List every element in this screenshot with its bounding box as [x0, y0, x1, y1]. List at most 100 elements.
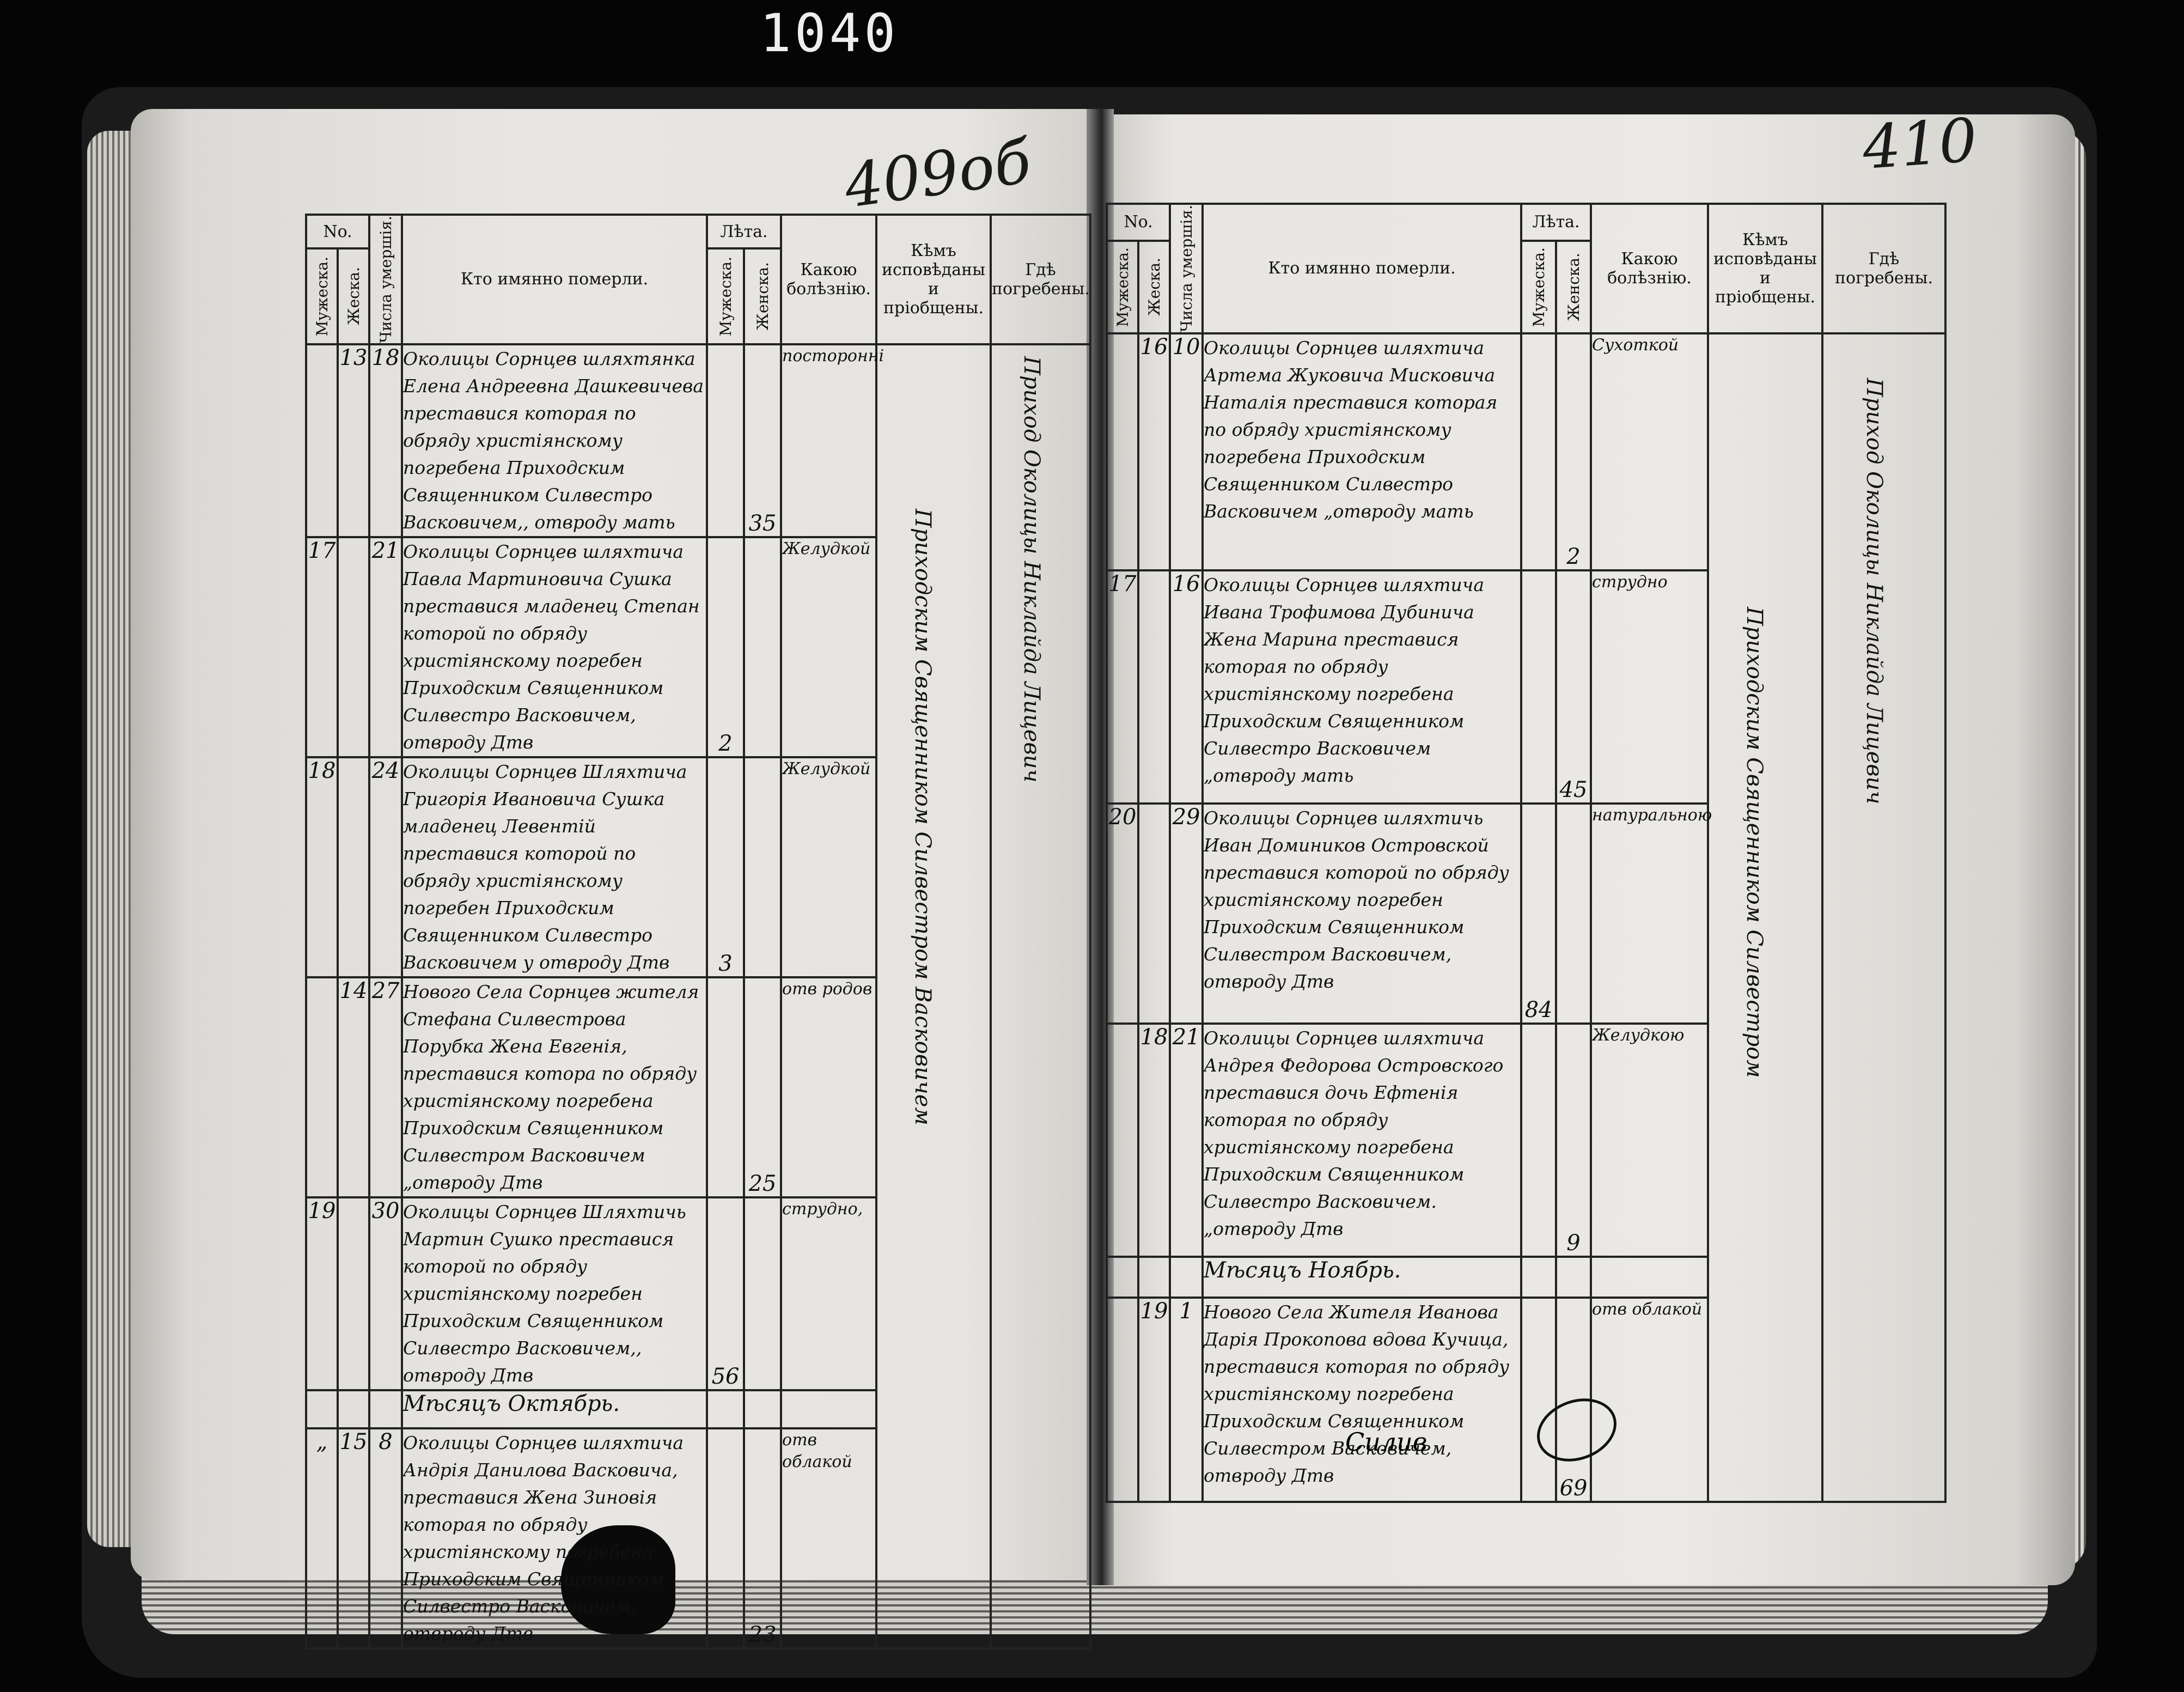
female-no-cell: 15 — [336, 1427, 371, 1650]
date-cell: 21 — [1169, 1022, 1204, 1258]
entry-text: Околицы Сорнцев шляхтянка Елена Андреевн… — [401, 343, 709, 538]
male-no-cell — [305, 976, 339, 1198]
male-no-cell — [1106, 1296, 1139, 1504]
male-age-cell — [1520, 1296, 1558, 1504]
header-confessed: Кѣмъ исповѣданы и пріобщены. — [1707, 203, 1824, 334]
disease-cell: струдно — [1590, 569, 1710, 805]
table-row: 17 21 Околицы Сорнцев шляхтича Павла Мар… — [305, 535, 1090, 758]
female-no-cell: 14 — [336, 976, 371, 1198]
female-no-cell: 13 — [336, 343, 371, 538]
female-no-cell — [336, 535, 371, 758]
date-cell: 10 — [1169, 332, 1204, 571]
header-male-no: Мужеска. — [1106, 239, 1139, 334]
header-years: Лѣта. — [1520, 203, 1593, 242]
male-no-cell: 20 — [1106, 802, 1139, 1025]
table-row: 18 24 Околицы Сорнцев Шляхтича Григорія … — [305, 756, 1090, 978]
confessed-long-text: Приходским Священником Силвестром Васков… — [910, 508, 936, 1125]
header-disease: Какою болѣзнію. — [780, 214, 878, 345]
entry-text: Околицы Сорнцев шляхтича Ивана Трофимова… — [1201, 569, 1523, 805]
buried-column: Приход Околицы Никлайда Лицевич — [990, 343, 1092, 1650]
date-cell: 16 — [1169, 569, 1204, 805]
header-male-age: Мужеска. — [706, 247, 746, 345]
male-no-cell: 19 — [305, 1196, 339, 1391]
entry-text: Нового Села Сорнцев жителя Стефана Силве… — [401, 976, 709, 1198]
female-no-cell — [336, 756, 371, 978]
header-buried: Гдѣ погребены. — [1821, 203, 1947, 334]
buried-long-text: Приход Околицы Никлайда Лицевич — [1862, 378, 1887, 804]
table-row: Мѣсяцъ Октябрь. — [305, 1389, 1090, 1429]
female-age-cell: 45 — [1555, 569, 1593, 805]
entry-text: Околицы Сорнцев шляхтичь Иван Домиников … — [1201, 802, 1523, 1025]
date-cell: 30 — [368, 1196, 404, 1391]
disease-cell: струдно, — [780, 1196, 878, 1391]
male-age-cell — [706, 976, 746, 1198]
male-no-cell: 18 — [305, 756, 339, 978]
table-row: 16 10 Околицы Сорнцев шляхтича Артема Жу… — [1106, 332, 1947, 1504]
male-age-cell: 84 — [1520, 802, 1558, 1025]
disease-cell: посторонні — [780, 343, 884, 538]
date-cell: 18 — [368, 343, 404, 538]
female-no-cell — [1137, 569, 1172, 805]
header-female-age: Женска. — [1555, 239, 1593, 334]
entry-text: Околицы Сорнцев шляхтича Артема Жуковича… — [1201, 332, 1523, 571]
disease-cell: Желудкою — [1590, 1022, 1710, 1258]
table-row: 13 18 Околицы Сорнцев шляхтянка Елена Ан… — [305, 343, 1092, 1650]
female-age-cell: 25 — [743, 976, 783, 1198]
male-no-cell: 17 — [1106, 569, 1139, 805]
female-age-cell: 35 — [743, 343, 783, 538]
table-row: 19 1 Нового Села Жителя Иванова Дарія Пр… — [1106, 1296, 1945, 1504]
entry-text: Околицы Сорнцев Шляхтичь Мартин Сушко пр… — [401, 1196, 709, 1391]
header-date: Числа умершія. — [368, 214, 404, 345]
entry-text: Околицы Сорнцев шляхтича Павла Мартинови… — [401, 535, 709, 758]
confessed-column: Приходским Священником Силвестром — [1707, 332, 1824, 1504]
disease-cell: отв родов — [780, 976, 878, 1198]
table-row: 14 27 Нового Села Сорнцев жителя Стефана… — [305, 976, 1090, 1198]
header-disease: Какою болѣзнію. — [1590, 203, 1710, 334]
right-register-table: No. Числа умершія. Кто имянно померли. Л… — [1105, 203, 1947, 1504]
female-age-cell: 9 — [1555, 1022, 1593, 1258]
month-heading: Мѣсяцъ Ноябрь. — [1201, 1256, 1523, 1299]
female-age-cell: 2 — [1555, 332, 1593, 571]
header-buried: Гдѣ погребены. — [990, 214, 1092, 345]
male-age-cell: 56 — [706, 1196, 746, 1391]
buried-long-text: Приход Околицы Никлайда Лицевич — [1019, 356, 1045, 782]
female-age-cell — [743, 1196, 783, 1391]
disease-cell: Желудкой — [780, 535, 878, 758]
archive-number: 1040 — [760, 3, 899, 64]
female-age-cell — [743, 535, 783, 758]
header-date: Числа умершія. — [1169, 203, 1204, 334]
female-no-cell — [1137, 802, 1172, 1025]
table-row: 17 16 Околицы Сорнцев шляхтича Ивана Тро… — [1106, 569, 1945, 805]
male-no-cell: 17 — [305, 535, 339, 758]
signature: Силив — [1345, 1427, 1427, 1457]
male-age-cell — [1520, 332, 1558, 571]
female-age-cell — [1555, 802, 1593, 1025]
header-name: Кто имянно померли. — [401, 214, 709, 345]
disease-cell: Сухоткой — [1590, 332, 1710, 571]
header-no: No. — [1105, 203, 1172, 242]
header-name: Кто имянно померли. — [1201, 203, 1523, 334]
female-no-cell: 18 — [1137, 1022, 1172, 1258]
male-age-cell — [706, 343, 746, 538]
male-age-cell — [706, 1427, 746, 1650]
female-age-cell — [743, 756, 783, 978]
date-cell: 29 — [1169, 802, 1204, 1025]
table-row: 20 29 Околицы Сорнцев шляхтичь Иван Доми… — [1106, 802, 1945, 1025]
confessed-column: Приходским Священником Силвестром Васков… — [875, 343, 992, 1650]
male-age-cell — [1520, 569, 1558, 805]
date-cell: 21 — [368, 535, 404, 758]
table-row: „ 15 8 Околицы Сорнцев шляхтича Андрія Д… — [305, 1427, 1090, 1650]
header-female-no: Жеска. — [336, 247, 371, 345]
header-male-no: Мужеска. — [305, 247, 339, 345]
disease-cell: натуральною — [1590, 802, 1712, 1025]
header-male-age: Мужеска. — [1520, 239, 1558, 334]
female-no-cell: 16 — [1137, 332, 1172, 571]
disease-cell: Желудкой — [780, 756, 878, 978]
male-no-cell — [305, 343, 339, 538]
table-row: 19 30 Околицы Сорнцев Шляхтичь Мартин Су… — [305, 1196, 1090, 1391]
date-cell: 8 — [368, 1427, 404, 1650]
page-number-right: 410 — [1860, 105, 1980, 183]
confessed-long-text: Приходским Священником Силвестром — [1742, 606, 1767, 1078]
male-age-cell: 2 — [706, 535, 746, 758]
female-no-cell — [336, 1196, 371, 1391]
